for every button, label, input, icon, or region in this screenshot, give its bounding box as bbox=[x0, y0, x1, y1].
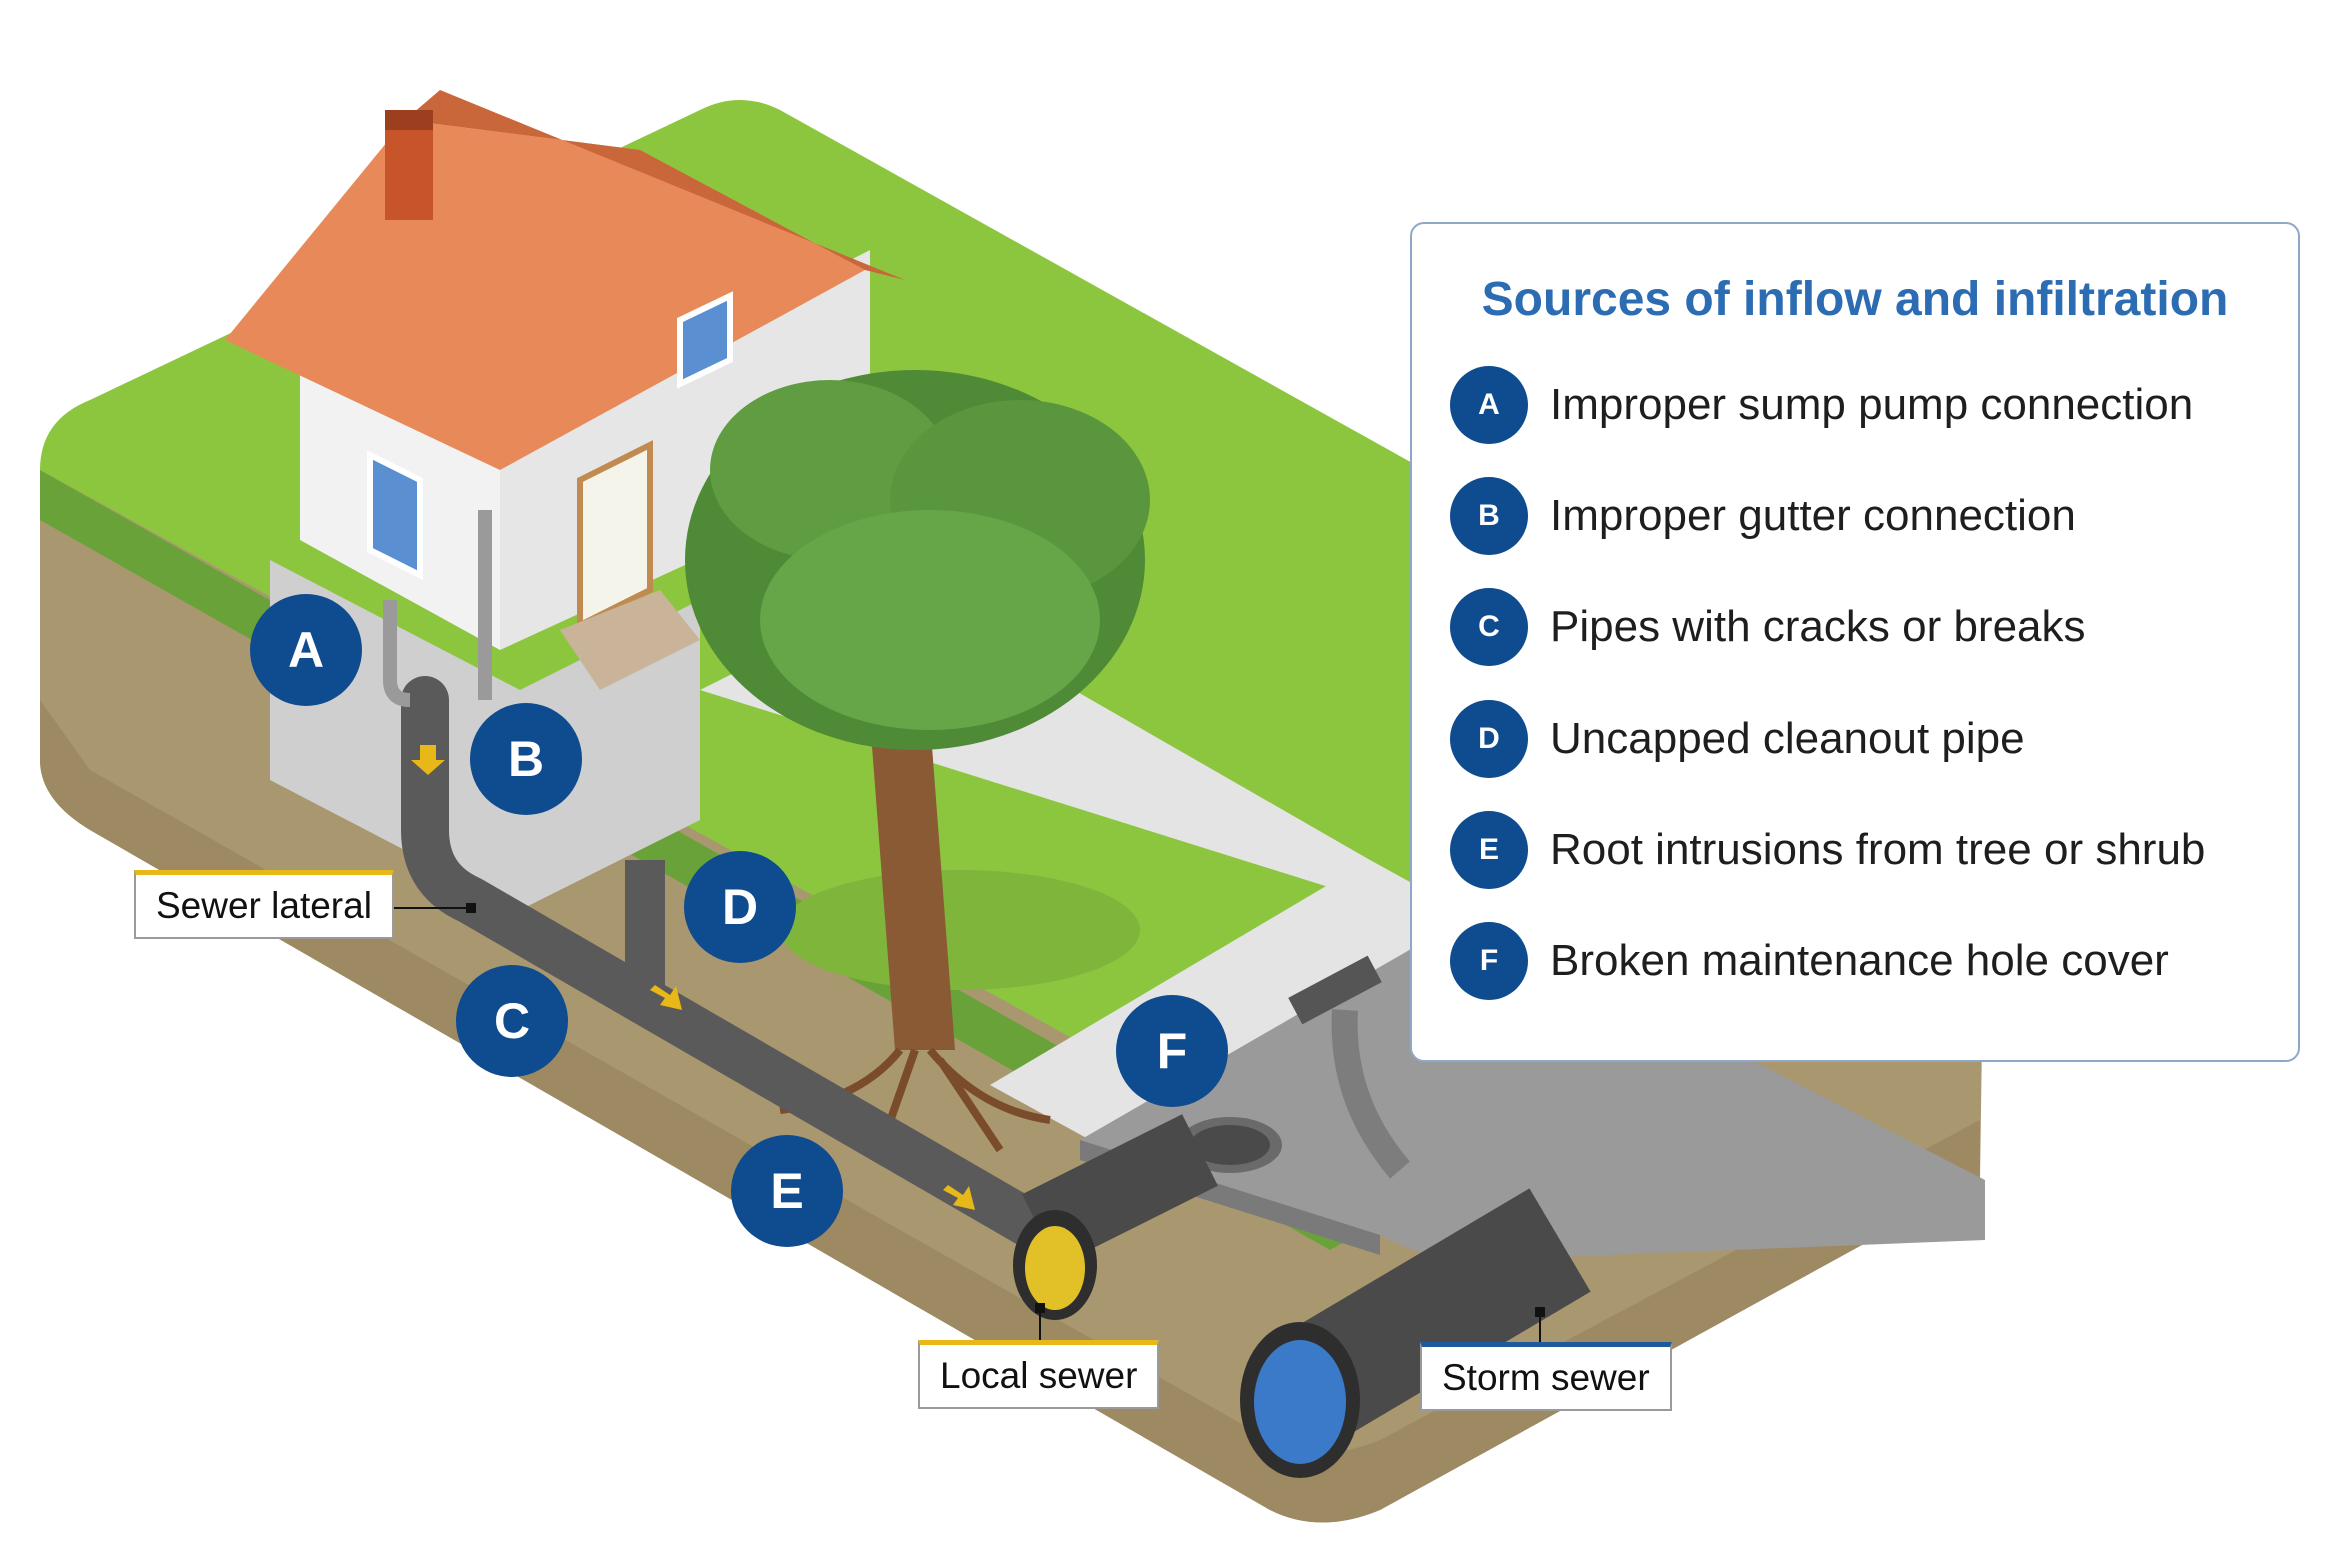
legend-badge: C bbox=[1450, 588, 1528, 666]
legend-item-text: Pipes with cracks or breaks bbox=[1550, 602, 2086, 651]
sewer-lateral-label: Sewer lateral bbox=[134, 870, 394, 939]
legend-item: F Broken maintenance hole cover bbox=[1450, 922, 2290, 1000]
legend-item: C Pipes with cracks or breaks bbox=[1450, 588, 2290, 666]
legend-badge: D bbox=[1450, 700, 1528, 778]
callout-c: C bbox=[456, 965, 568, 1077]
legend-badge: A bbox=[1450, 366, 1528, 444]
leader-lines bbox=[390, 903, 1545, 1342]
legend-item: A Improper sump pump connection bbox=[1450, 366, 2290, 444]
callout-f: F bbox=[1116, 995, 1228, 1107]
legend-item: B Improper gutter connection bbox=[1450, 477, 2290, 555]
legend-title: Sources of inflow and infiltration bbox=[1481, 273, 2229, 326]
legend-item-text: Improper sump pump connection bbox=[1550, 380, 2194, 429]
legend-item: E Root intrusions from tree or shrub bbox=[1450, 811, 2290, 889]
local-sewer-label: Local sewer bbox=[918, 1340, 1160, 1409]
legend-badge: B bbox=[1450, 477, 1528, 555]
legend-item-text: Root intrusions from tree or shrub bbox=[1550, 825, 2206, 874]
callout-d: D bbox=[684, 851, 796, 963]
storm-sewer-label: Storm sewer bbox=[1420, 1342, 1672, 1411]
pipes bbox=[383, 510, 1591, 1478]
legend-item: D Uncapped cleanout pipe bbox=[1450, 700, 2290, 778]
callout-e: E bbox=[731, 1135, 843, 1247]
flow-arrows bbox=[411, 745, 975, 1210]
legend-item-text: Improper gutter connection bbox=[1550, 491, 2076, 540]
legend-badge: E bbox=[1450, 811, 1528, 889]
tree bbox=[685, 370, 1150, 1153]
legend-item-text: Broken maintenance hole cover bbox=[1550, 936, 2169, 985]
legend-item-text: Uncapped cleanout pipe bbox=[1550, 714, 2025, 763]
legend-panel: Sources of inflow and infiltration A Imp… bbox=[1410, 222, 2300, 1062]
legend-badge: F bbox=[1450, 922, 1528, 1000]
callout-a: A bbox=[250, 594, 362, 706]
callout-b: B bbox=[470, 703, 582, 815]
